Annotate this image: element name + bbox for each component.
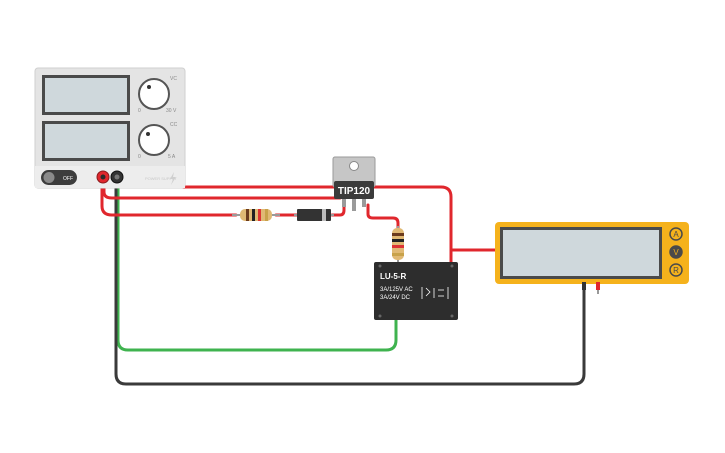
- transistor-pin-base[interactable]: [342, 199, 346, 207]
- voltage-knob-indicator-icon: [147, 85, 151, 89]
- multimeter-probe-red-tip: [597, 290, 599, 294]
- current-display-screen: [45, 124, 127, 158]
- lightning-icon: [170, 172, 176, 185]
- wire-red-mid[interactable]: [102, 178, 342, 200]
- current-max-label: 5 A: [168, 154, 176, 160]
- relay[interactable]: LU-5-R 3A/125V AC 3A/24V DC: [374, 262, 458, 320]
- voltage-max-label: 30 V: [166, 108, 177, 114]
- mode-current-label: A: [673, 230, 679, 239]
- wire-red-resistor[interactable]: [100, 178, 238, 217]
- voltage-min-label: 0: [138, 108, 141, 114]
- resistor-relay[interactable]: [392, 226, 404, 270]
- resistor-base-band-1: [246, 209, 249, 221]
- relay-pin-3[interactable]: [378, 314, 382, 318]
- mode-resistance-button[interactable]: [669, 263, 683, 277]
- resistor-relay-band-4: [392, 253, 404, 256]
- relay-schematic-icon: [421, 287, 449, 299]
- multimeter-probe-red[interactable]: [596, 282, 600, 290]
- transistor-pin-emitter[interactable]: [362, 199, 366, 207]
- resistor-base[interactable]: [232, 209, 280, 221]
- resistor-relay-band-1: [392, 233, 404, 236]
- relay-rating-ac: 3A/125V AC: [380, 287, 413, 293]
- relay-pin-1[interactable]: [378, 264, 382, 268]
- wire-black-multimeter[interactable]: [114, 176, 586, 386]
- multimeter-probe-black[interactable]: [582, 282, 586, 290]
- mode-resistance-label: R: [673, 266, 679, 275]
- relay-rating-dc: 3A/24V DC: [380, 295, 411, 301]
- current-knob-indicator-icon: [146, 132, 150, 136]
- mode-current-button[interactable]: [669, 227, 683, 241]
- power-switch-knob: [43, 172, 55, 183]
- wire-green-ground[interactable]: [116, 176, 398, 352]
- voltage-knob[interactable]: [138, 78, 170, 110]
- wire-transistor-resistor: [366, 203, 400, 232]
- transistor-label: TIP120: [338, 186, 371, 197]
- power-supply-brand: POWER SUPPLY: [145, 176, 177, 181]
- current-mode-label: CC: [170, 122, 178, 128]
- power-supply[interactable]: VC 0 30 V CC 0 5 A OFF POWER SUPPLY: [34, 67, 186, 189]
- wire-diode-transistor: [330, 203, 346, 217]
- resistor-base-band-3: [258, 209, 261, 221]
- resistor-base-band-2: [252, 209, 255, 221]
- current-min-label: 0: [138, 154, 141, 160]
- mode-voltage-label: V: [673, 248, 679, 257]
- transistor-mount-hole: [349, 161, 359, 171]
- diode[interactable]: [294, 209, 334, 221]
- relay-body: [374, 262, 458, 320]
- resistor-base-band-4: [265, 209, 268, 221]
- transistor-pin-collector[interactable]: [352, 199, 356, 211]
- mode-voltage-button[interactable]: [669, 245, 683, 259]
- resistor-relay-band-2: [392, 239, 404, 242]
- multimeter[interactable]: A V R: [495, 222, 689, 294]
- positive-terminal-center: [100, 174, 106, 180]
- relay-pin-4[interactable]: [450, 314, 454, 318]
- voltage-display-screen: [45, 78, 127, 112]
- relay-pin-2[interactable]: [450, 264, 454, 268]
- multimeter-display: [503, 230, 659, 276]
- transistor-body: [334, 181, 374, 199]
- transistor-tip120[interactable]: TIP120: [332, 156, 376, 211]
- diode-cathode-band: [322, 209, 326, 221]
- current-knob[interactable]: [138, 124, 170, 156]
- power-switch-label: OFF: [63, 176, 73, 182]
- negative-terminal-center: [114, 174, 120, 180]
- voltage-mode-label: VC: [170, 76, 177, 82]
- relay-model: LU-5-R: [380, 272, 406, 281]
- resistor-relay-band-3: [392, 245, 404, 248]
